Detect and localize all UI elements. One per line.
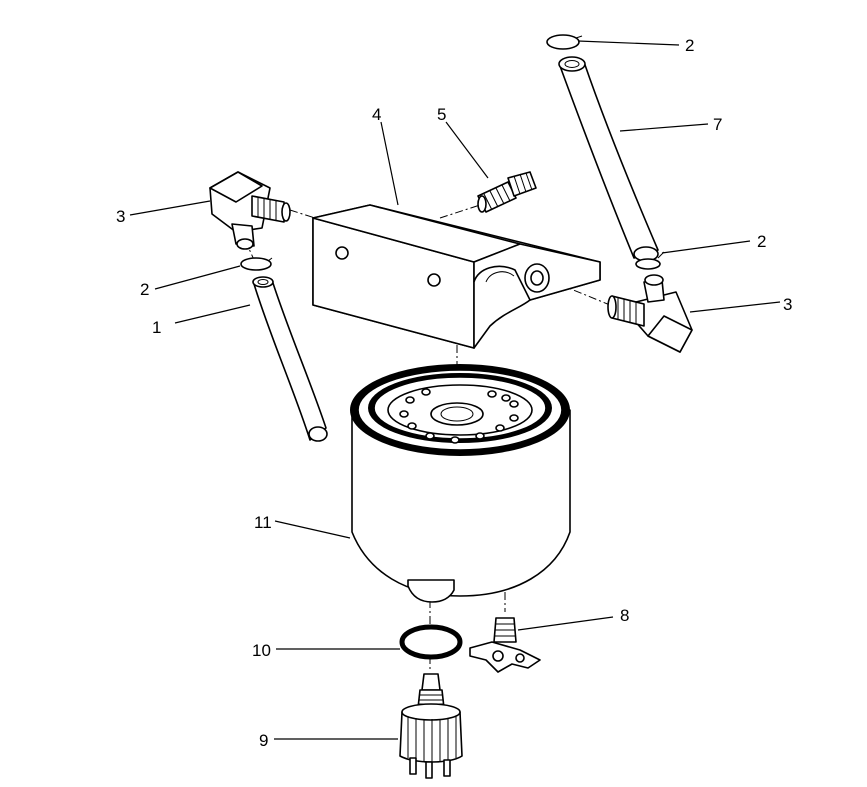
callout-7: 7: [713, 115, 722, 134]
drain-fitting: [469, 617, 541, 673]
callout-11: 11: [254, 513, 272, 532]
hose-clamp-top: [546, 34, 583, 50]
callout-3-left: 3: [116, 207, 125, 226]
o-ring: [399, 624, 463, 660]
callout-4: 4: [372, 105, 381, 124]
leader-lines: [129, 40, 781, 740]
fuel-hose-left: [252, 276, 328, 442]
hose-clamp-right: [635, 251, 665, 270]
callout-10: 10: [252, 641, 271, 660]
callout-5: 5: [437, 105, 446, 124]
callout-9: 9: [259, 731, 268, 750]
callout-3-right: 3: [783, 295, 792, 314]
callout-8: 8: [620, 606, 629, 625]
straight-fitting: [477, 171, 537, 213]
callout-1: 1: [152, 318, 161, 337]
callout-2-right: 2: [757, 232, 766, 251]
callout-2-top: 2: [685, 36, 694, 55]
elbow-fitting-left: [209, 171, 291, 250]
fuel-hose-right: [558, 56, 659, 262]
callout-2-left: 2: [140, 280, 149, 299]
fuel-filter-cartridge: [350, 364, 571, 603]
callout-labels: 1 2 2 2 3 3 4 5 7 8 9 10 11: [116, 36, 792, 750]
water-sensor: [399, 673, 463, 779]
hose-clamp-left: [240, 257, 273, 271]
mounting-bracket: [312, 204, 601, 349]
elbow-fitting-right: [607, 274, 693, 353]
